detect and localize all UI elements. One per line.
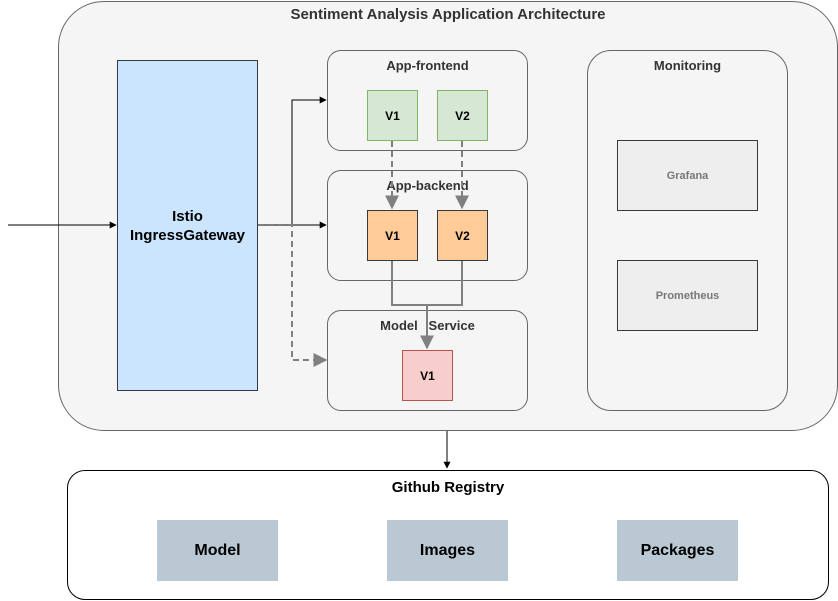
- architecture-title: Sentiment Analysis Application Architect…: [290, 6, 606, 23]
- frontend-v2-box: V2: [437, 90, 488, 141]
- frontend-v1-box: V1: [367, 90, 418, 141]
- arrow-gateway-to-frontend: [258, 96, 327, 226]
- monitoring-group: [587, 50, 788, 411]
- gateway-label-line1: Istio: [172, 207, 203, 225]
- registry-item-model: Model: [157, 520, 278, 581]
- arrow-gateway-to-model-service: [258, 224, 328, 367]
- arrow-backend-v2-to-model: [427, 261, 463, 306]
- arrow-backend-v1-to-model: [391, 261, 434, 350]
- grafana-box: Grafana: [617, 140, 758, 211]
- registry-item-packages: Packages: [617, 520, 738, 581]
- app-frontend-group: [327, 50, 528, 151]
- gateway-label-line2: IngressGateway: [129, 226, 246, 244]
- monitoring-title: Monitoring: [653, 58, 722, 73]
- model-service-v1-box: V1: [402, 350, 453, 401]
- app-backend-group: [327, 170, 528, 281]
- app-backend-title: App-backend: [386, 178, 469, 193]
- backend-v2-box: V2: [437, 210, 488, 261]
- github-registry-title: Github Registry: [391, 479, 505, 496]
- app-frontend-title: App-frontend: [386, 58, 469, 73]
- backend-v1-box: V1: [367, 210, 418, 261]
- istio-ingress-gateway: Istio IngressGateway: [117, 60, 258, 391]
- registry-item-images: Images: [387, 520, 508, 581]
- prometheus-box: Prometheus: [617, 260, 758, 331]
- model-service-title: Model Service: [380, 318, 475, 333]
